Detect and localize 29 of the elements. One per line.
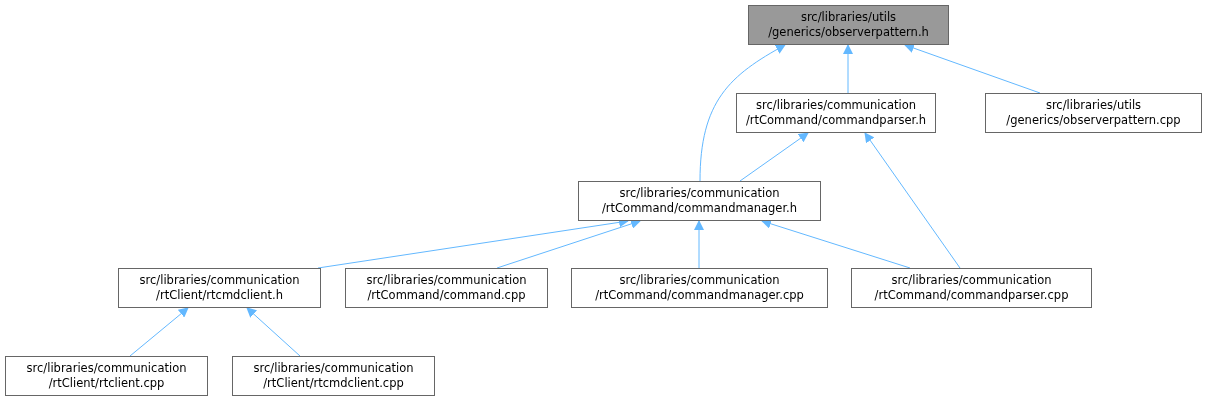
file-box bbox=[851, 268, 1092, 308]
file-box bbox=[748, 5, 949, 45]
file-path: src/libraries/communication /rtCommand/commandmanager.cpp bbox=[594, 273, 805, 303]
arrow bbox=[864, 132, 961, 269]
file-path: src/libraries/communication /rtCommand/commandparser.cpp bbox=[873, 273, 1070, 303]
file-path: src/libraries/communication /rtCommand/command.cpp bbox=[365, 273, 528, 303]
arrow bbox=[739, 132, 809, 182]
file-path: src/libraries/communication /rtCommand/commandmanager.h bbox=[600, 186, 799, 216]
file-box bbox=[578, 181, 821, 221]
arrow bbox=[904, 43, 1041, 94]
file-box bbox=[5, 356, 208, 396]
file-box bbox=[345, 268, 548, 308]
file-path: src/libraries/communication /rtClient/rtcmdclient.h bbox=[138, 273, 301, 303]
file-path: src/libraries/communication /rtCommand/commandparser.h bbox=[744, 98, 928, 128]
arrow bbox=[694, 220, 704, 269]
file-box bbox=[736, 93, 936, 133]
arrow bbox=[699, 44, 786, 182]
file-path: src/libraries/utils /generics/observerpattern.cpp bbox=[1005, 98, 1182, 128]
file-path: src/libraries/communication /rtClient/rtcmdclient.cpp bbox=[252, 361, 415, 391]
file-box bbox=[232, 356, 435, 396]
file-box bbox=[118, 268, 321, 308]
file-path: src/libraries/utils /generics/observerpattern.h bbox=[767, 10, 930, 40]
arrow bbox=[246, 307, 301, 357]
arrow bbox=[843, 44, 853, 94]
file-box bbox=[571, 268, 828, 308]
arrow bbox=[496, 219, 641, 269]
arrow bbox=[129, 307, 189, 357]
file-box bbox=[985, 93, 1202, 133]
file-path: src/libraries/communication /rtClient/rtclient.cpp bbox=[25, 361, 188, 391]
